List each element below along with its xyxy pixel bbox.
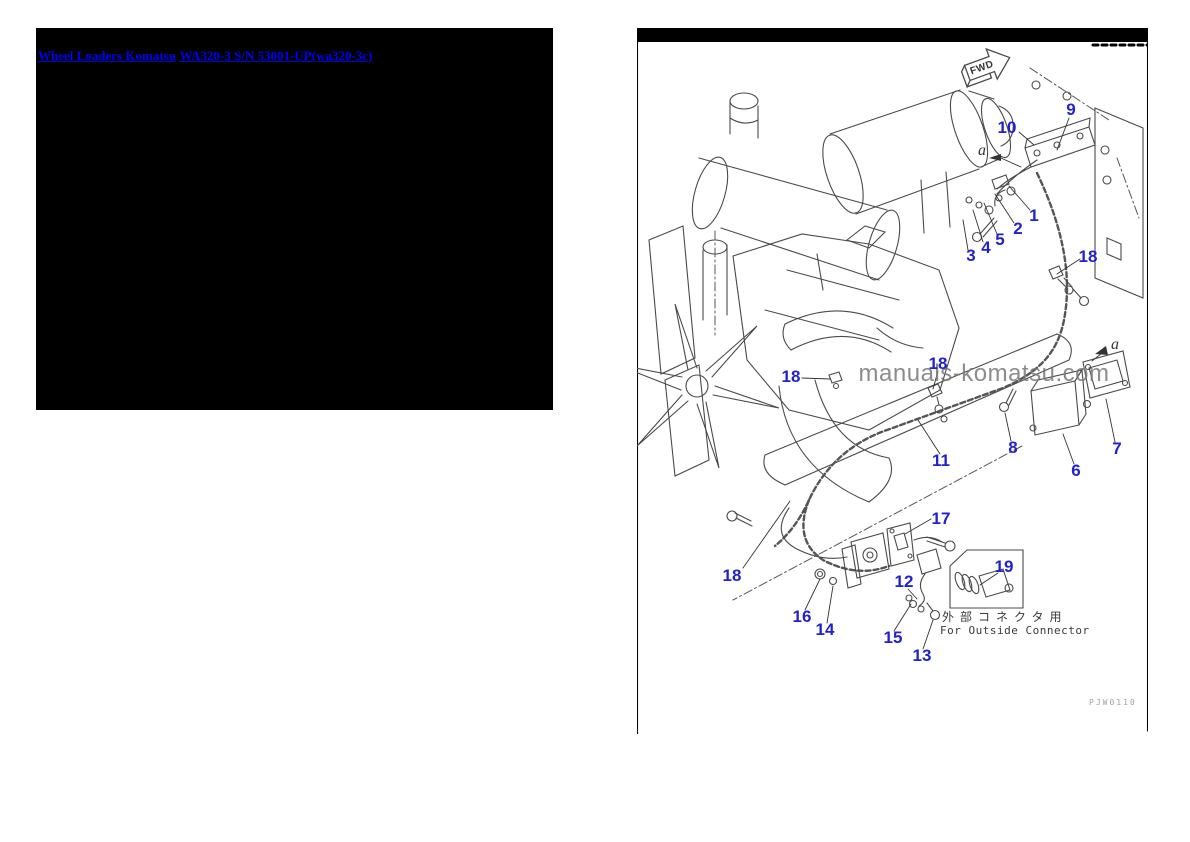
- engine-block-art: [732, 225, 960, 431]
- callout-18-a: 18: [1078, 247, 1098, 266]
- view-label-a-top: a: [978, 142, 986, 159]
- callout-2: 2: [1013, 219, 1023, 238]
- center-lines: [714, 67, 1140, 601]
- watermark: manuals-komatsu.com: [858, 360, 1110, 387]
- callout-14: 14: [815, 620, 835, 639]
- view-arrow-a-mid: [1095, 346, 1108, 355]
- callout-13: 13: [912, 646, 932, 665]
- callout-3: 3: [966, 246, 976, 265]
- wiring-harness-art: [773, 171, 1069, 572]
- callout-10: 10: [997, 118, 1017, 137]
- title-bar: [637, 28, 1148, 42]
- mount-plate-art: [965, 80, 1144, 299]
- air-cleaner-art: [822, 89, 1014, 234]
- diagram-frame: [637, 28, 1148, 734]
- callout-18-b: 18: [781, 367, 801, 386]
- callout-4: 4: [981, 238, 991, 257]
- leader-lines: [742, 117, 1116, 650]
- drawing-number: PJW0110: [1089, 698, 1137, 707]
- callout-11: 11: [932, 451, 950, 470]
- callout-7: 7: [1112, 439, 1122, 458]
- callout-15: 15: [883, 628, 903, 647]
- view-label-a-mid: a: [1111, 336, 1119, 353]
- callout-5: 5: [995, 230, 1005, 249]
- thumbnail-panel: Wheel Loaders Komatsu WA320-3 S/N 53001-…: [36, 28, 553, 410]
- callout-17: 17: [931, 509, 951, 528]
- outside-connector-box: [949, 549, 1024, 609]
- callout-18-c: 18: [928, 354, 948, 373]
- callout-12: 12: [894, 572, 914, 591]
- outside-connector-note-en: For Outside Connector: [940, 624, 1090, 637]
- relay-box-art: [1029, 350, 1131, 436]
- muffler-art: [691, 92, 901, 281]
- connector-assembly-art: [726, 507, 956, 621]
- breadcrumb-model-link[interactable]: WA320-3 S/N 53001-UP(wa320-3c): [179, 48, 373, 63]
- callout-1: 1: [1029, 206, 1039, 225]
- outside-connector-note-jp: 外部コネクタ用: [942, 610, 1068, 624]
- callout-8: 8: [1008, 438, 1018, 457]
- fwd-arrow-icon: [960, 47, 1011, 89]
- callout-6: 6: [1071, 461, 1081, 480]
- fan-art: [637, 225, 780, 477]
- callout-16: 16: [792, 607, 812, 626]
- diagram-panel: FWD manuals-komatsu.com 9 10 1 2 5 4 3 1…: [637, 28, 1148, 734]
- callout-9: 9: [1066, 100, 1076, 119]
- callout-19: 19: [994, 557, 1014, 576]
- engine-diagram-art: [637, 28, 1148, 734]
- breadcrumb-category-link[interactable]: Wheel Loaders Komatsu: [38, 48, 176, 63]
- view-arrow-a-top: [989, 154, 1001, 161]
- callout-18-d: 18: [722, 566, 742, 585]
